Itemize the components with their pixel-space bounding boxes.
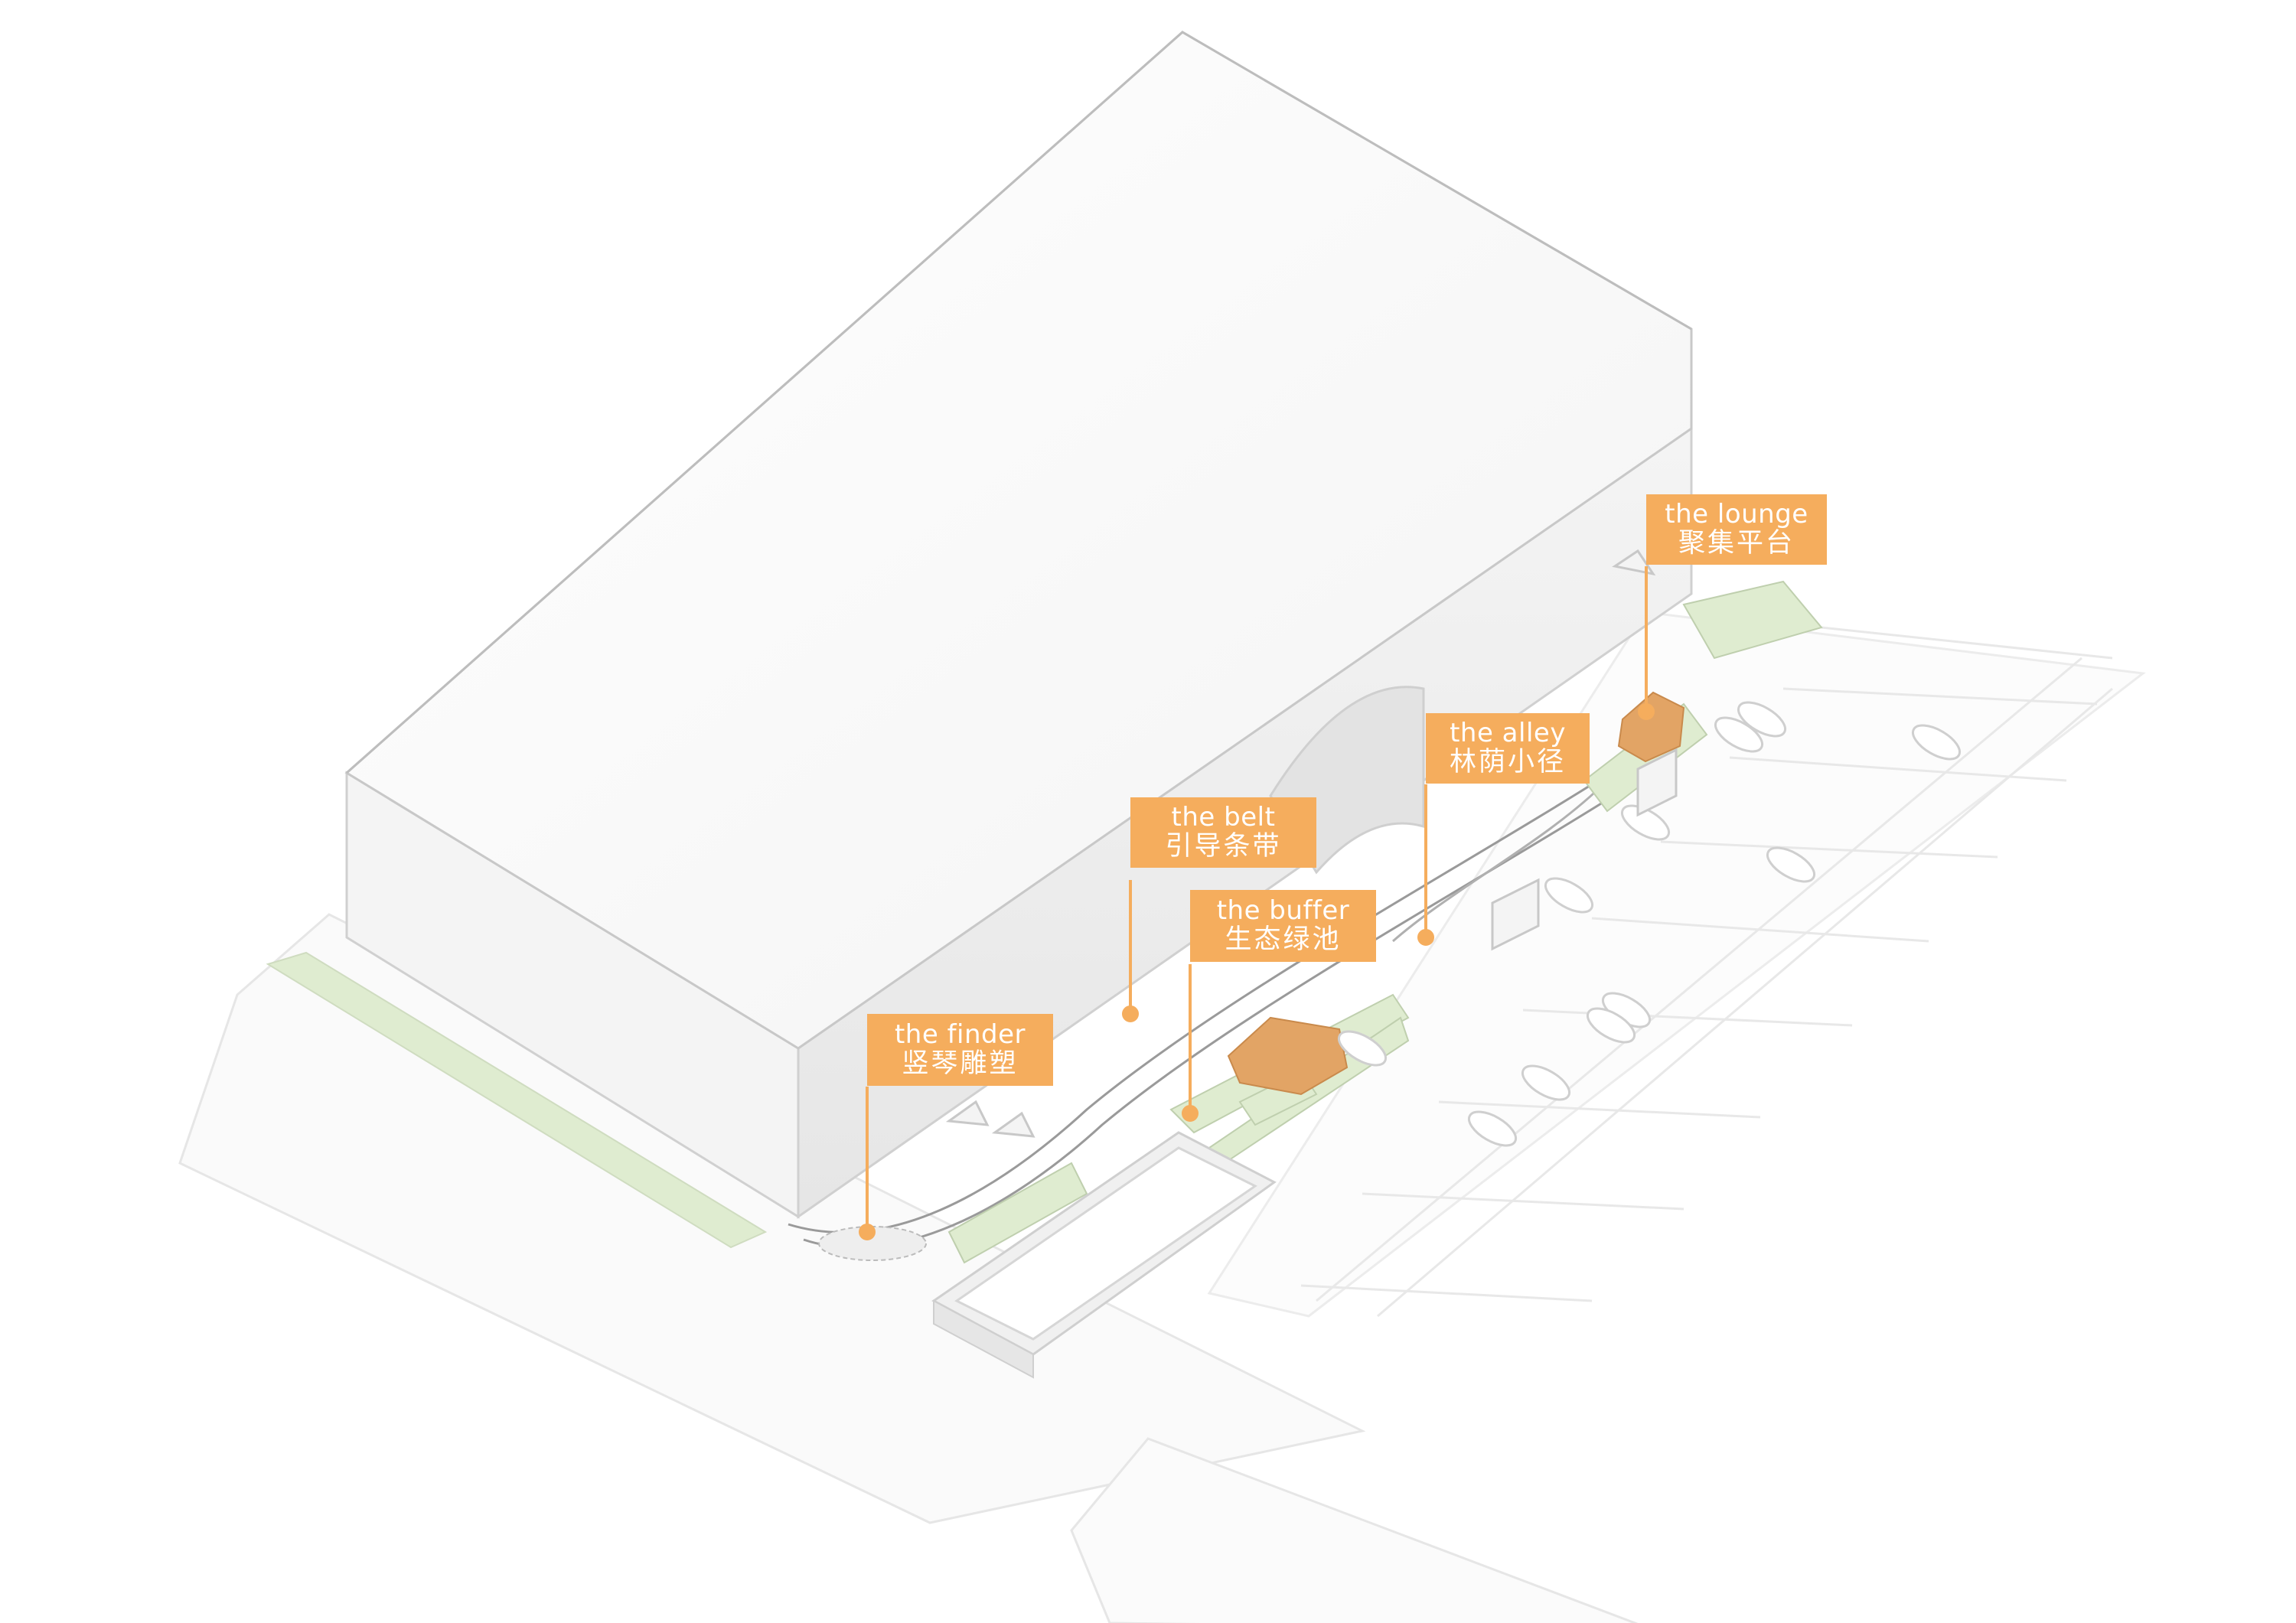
callout-alley-en: the alley (1450, 718, 1566, 749)
callout-leaders (859, 566, 1655, 1240)
callout-lounge-en: the lounge (1665, 499, 1808, 530)
parked-cars (1337, 701, 1962, 1147)
callout-belt-en: the belt (1171, 802, 1276, 833)
callout-the-lounge: the lounge 聚集平台 (1646, 494, 1827, 565)
callout-lounge-zh: 聚集平台 (1678, 528, 1795, 559)
kiosks (945, 549, 1678, 1138)
callout-the-alley: the alley 林荫小径 (1426, 713, 1590, 784)
callout-finder-zh: 竖琴雕塑 (902, 1048, 1019, 1080)
callout-buffer-zh: 生态绿池 (1225, 924, 1342, 956)
callout-the-buffer: the buffer 生态绿池 (1190, 890, 1376, 962)
callout-belt-zh: 引导条带 (1165, 831, 1282, 862)
callout-finder-en: the finder (894, 1019, 1026, 1051)
green-strip-west (266, 951, 768, 1249)
callout-alley-zh: 林荫小径 (1449, 747, 1566, 778)
callout-the-finder: the finder 竖琴雕塑 (867, 1014, 1053, 1086)
callout-the-belt: the belt 引导条带 (1130, 797, 1316, 868)
wooden-platforms (1227, 691, 1685, 1096)
sunken-pool (931, 1131, 1277, 1379)
parking-stalls (1300, 626, 2113, 1318)
callout-buffer-en: the buffer (1216, 895, 1350, 927)
